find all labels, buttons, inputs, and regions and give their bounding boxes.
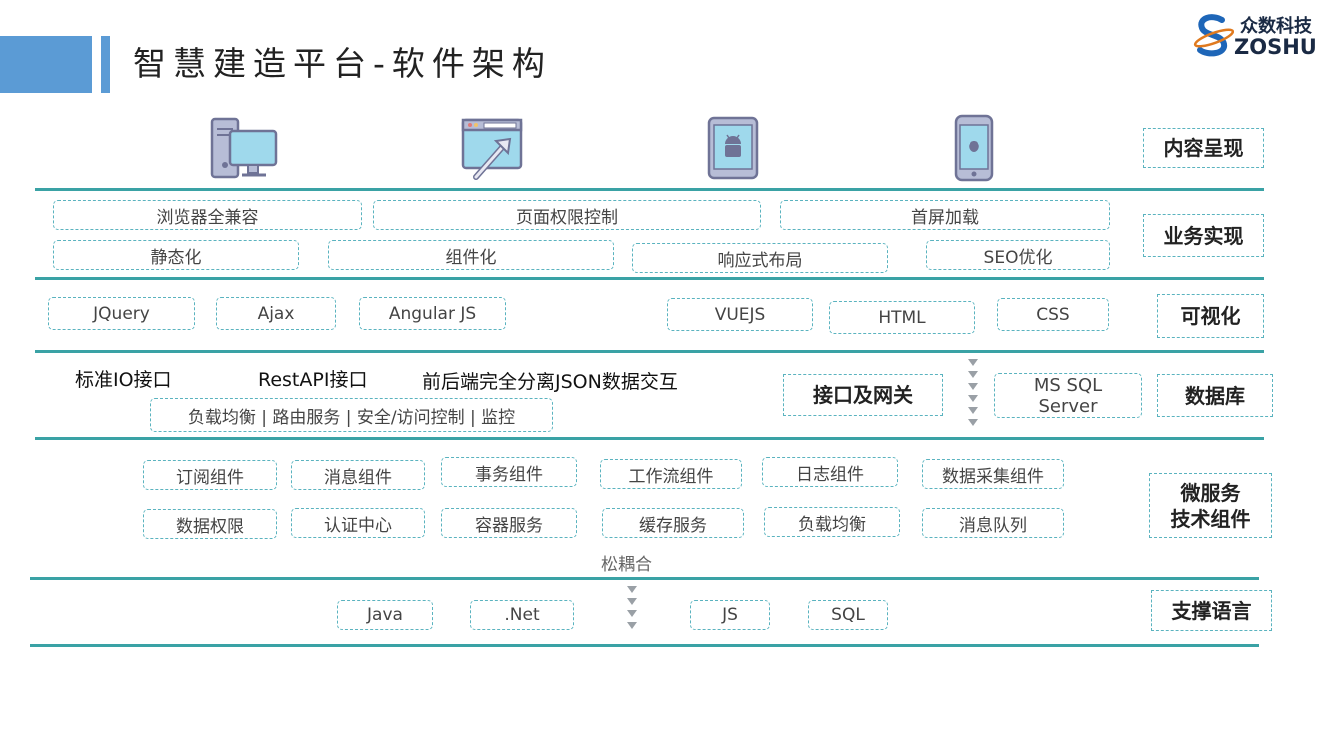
- interface-text: 标准IO接口: [75, 369, 172, 391]
- visual-item: Ajax: [216, 297, 336, 330]
- microservice-item: 数据权限: [143, 509, 277, 539]
- page-title: 智慧建造平台-软件架构: [133, 44, 552, 83]
- separator-line: [35, 188, 1264, 191]
- language-item: .Net: [470, 600, 574, 630]
- microservice-item: 缓存服务: [602, 508, 744, 538]
- separator-line: [35, 437, 1264, 440]
- layer-label-presentation: 内容呈现: [1143, 128, 1264, 168]
- down-arrows-icon: [968, 359, 978, 426]
- layer-label-database: 数据库: [1157, 374, 1273, 417]
- microservice-item: 订阅组件: [143, 460, 277, 490]
- gateway-features: 负载均衡 | 路由服务 | 安全/访问控制 | 监控: [150, 398, 553, 432]
- language-item: Java: [337, 600, 433, 630]
- layer-label-microservice: 微服务 技术组件: [1149, 473, 1272, 538]
- visual-item: CSS: [997, 298, 1109, 331]
- header-accent-block: [0, 36, 92, 93]
- microservice-item: 负载均衡: [764, 507, 900, 537]
- separator-line: [30, 577, 1259, 580]
- down-arrows-icon: [627, 586, 637, 629]
- layer-label-visual: 可视化: [1157, 294, 1264, 338]
- browser-window-icon: [461, 118, 523, 180]
- business-item: 浏览器全兼容: [53, 200, 362, 230]
- android-tablet-icon: [707, 116, 759, 180]
- logo-text-en: ZOSHU: [1234, 35, 1317, 59]
- loose-coupling-note: 松耦合: [601, 555, 652, 575]
- layer-label-business: 业务实现: [1143, 214, 1264, 257]
- microservice-item: 认证中心: [291, 508, 425, 538]
- business-item: 静态化: [53, 240, 299, 270]
- separator-line: [35, 277, 1264, 280]
- interface-text: 前后端完全分离JSON数据交互: [422, 371, 678, 393]
- microservice-item: 数据采集组件: [922, 459, 1064, 489]
- microservice-item: 工作流组件: [600, 459, 742, 489]
- visual-item: HTML: [829, 301, 975, 334]
- business-item: 首屏加载: [780, 200, 1110, 230]
- microservice-item: 消息队列: [922, 508, 1064, 538]
- logo-text-cn: 众数科技: [1240, 16, 1312, 37]
- business-item: 响应式布局: [632, 243, 888, 273]
- interface-text: RestAPI接口: [258, 369, 368, 391]
- gateway-label: 接口及网关: [783, 374, 943, 416]
- separator-line: [35, 350, 1264, 353]
- visual-item: VUEJS: [667, 298, 813, 331]
- microservice-item: 事务组件: [441, 457, 577, 487]
- business-item: 组件化: [328, 240, 614, 270]
- microservice-item: 日志组件: [762, 457, 898, 487]
- business-item: SEO优化: [926, 240, 1110, 270]
- header-accent-line: [101, 36, 110, 93]
- zoshu-logo-icon: [1193, 14, 1234, 57]
- db-server: MS SQL Server: [994, 373, 1142, 418]
- iphone-icon: [954, 114, 994, 182]
- layer-label-language: 支撑语言: [1151, 590, 1272, 631]
- language-item: JS: [690, 600, 770, 630]
- language-item: SQL: [808, 600, 888, 630]
- visual-item: Angular JS: [359, 297, 506, 330]
- visual-item: JQuery: [48, 297, 195, 330]
- separator-line: [30, 644, 1259, 647]
- business-item: 页面权限控制: [373, 200, 761, 230]
- microservice-item: 消息组件: [291, 460, 425, 490]
- desktop-computer-icon: [210, 117, 278, 179]
- microservice-item: 容器服务: [441, 508, 577, 538]
